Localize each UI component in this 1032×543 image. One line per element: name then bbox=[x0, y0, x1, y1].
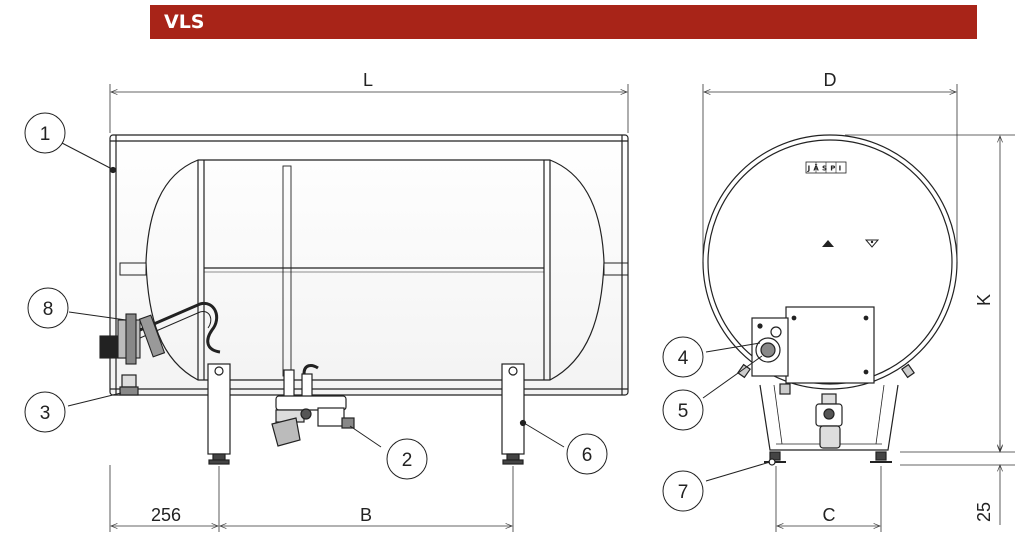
triangle-up-icon bbox=[822, 240, 834, 247]
side-view bbox=[99, 134, 629, 465]
callout-8: 8 bbox=[27, 287, 69, 329]
dimension-lines bbox=[109, 84, 1015, 532]
dim-label-foot-spacing: C bbox=[823, 505, 836, 525]
page-title: VLS bbox=[164, 11, 205, 33]
bracket-left bbox=[119, 262, 147, 276]
heating-element bbox=[99, 301, 221, 365]
triangle-down-icon bbox=[864, 239, 880, 248]
leg-right bbox=[501, 363, 527, 465]
svg-text:6: 6 bbox=[582, 445, 593, 466]
safety-valve-group bbox=[271, 364, 355, 447]
brand-logo: JÄSPI bbox=[805, 161, 847, 174]
drain-fitting bbox=[119, 374, 139, 396]
svg-text:JÄSPI: JÄSPI bbox=[807, 164, 845, 173]
callout-2: 2 bbox=[386, 438, 428, 480]
front-view bbox=[702, 134, 958, 466]
svg-text:2: 2 bbox=[402, 450, 413, 471]
leg-left bbox=[207, 363, 231, 465]
dim-label-foot-height: 25 bbox=[974, 502, 994, 522]
callout-leaders bbox=[61, 142, 771, 482]
callout-1: 1 bbox=[24, 112, 66, 154]
dim-label-offset: 256 bbox=[151, 505, 181, 525]
svg-text:5: 5 bbox=[678, 401, 689, 422]
control-box bbox=[785, 306, 875, 384]
svg-text:3: 3 bbox=[40, 403, 51, 424]
svg-text:1: 1 bbox=[40, 124, 51, 145]
svg-text:7: 7 bbox=[678, 482, 689, 503]
dim-label-depth: D bbox=[824, 70, 837, 90]
callout-7: 7 bbox=[662, 470, 704, 512]
header-banner: VLS bbox=[150, 5, 977, 39]
bracket-right bbox=[603, 262, 629, 276]
dim-label-length: L bbox=[363, 70, 373, 90]
dim-label-leg-spacing: B bbox=[360, 505, 372, 525]
foot-left bbox=[769, 451, 781, 461]
svg-text:4: 4 bbox=[678, 348, 689, 369]
dim-label-height: K bbox=[974, 294, 994, 306]
foot-right bbox=[875, 451, 887, 461]
svg-text:8: 8 bbox=[43, 299, 54, 320]
tank-front-inner bbox=[707, 139, 953, 385]
callout-4: 4 bbox=[662, 336, 704, 378]
callout-3: 3 bbox=[24, 391, 66, 433]
callout-5: 5 bbox=[662, 389, 704, 431]
callout-6: 6 bbox=[566, 433, 608, 475]
